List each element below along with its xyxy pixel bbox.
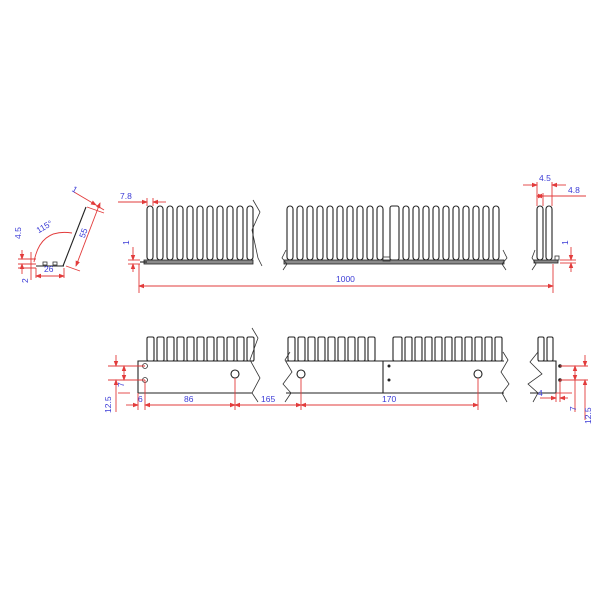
- angle-label: 115°: [35, 218, 55, 235]
- first-mount-hole-dim: 86: [184, 394, 194, 404]
- mount-spacing-b-dim: 170: [382, 394, 396, 404]
- profile-leg-dim: 55: [77, 227, 90, 240]
- top-view: 7.8 1 1000 4.5 4.8 1: [118, 173, 586, 293]
- overall-length-dim: 1000: [336, 274, 355, 284]
- end-base-thickness-dim: 1: [560, 240, 570, 245]
- end-hole-spacing-dim: 7: [568, 406, 578, 411]
- end-edge-to-hole-dim: 12.5: [583, 407, 593, 424]
- top-view-segment-1: [140, 199, 263, 267]
- hole-edge-offset-dim: 6: [138, 394, 143, 404]
- profile-flange-dim: 4.5: [13, 227, 23, 239]
- mount-spacing-a-dim: 165: [261, 394, 275, 404]
- base-thickness-dim: 1: [121, 240, 131, 245]
- edge-to-hole-dim: 12.5: [103, 396, 113, 413]
- front-view: 7 12.5 6 86 165 170 4 7 12.5: [103, 327, 593, 424]
- front-view-segment-1: [137, 327, 261, 403]
- front-view-segment-2: [282, 336, 510, 403]
- slot-width-dim: 4.5: [539, 173, 551, 183]
- profile-base-dim: 26: [44, 264, 54, 274]
- end-hole-offset-dim: 4: [538, 388, 543, 398]
- top-view-end: [531, 205, 560, 271]
- profile-offset-dim: 2: [20, 278, 30, 283]
- finger-width-dim: 4.8: [568, 185, 580, 195]
- pitch-dim: 7.8: [120, 191, 132, 201]
- hole-spacing-dim: 7: [116, 382, 126, 387]
- top-view-segment-2: [281, 205, 508, 271]
- front-view-end: [527, 336, 562, 403]
- profile-view: 115° 1 55 26 4.5 2: [13, 184, 105, 283]
- profile-thickness-dim: 1: [70, 184, 79, 195]
